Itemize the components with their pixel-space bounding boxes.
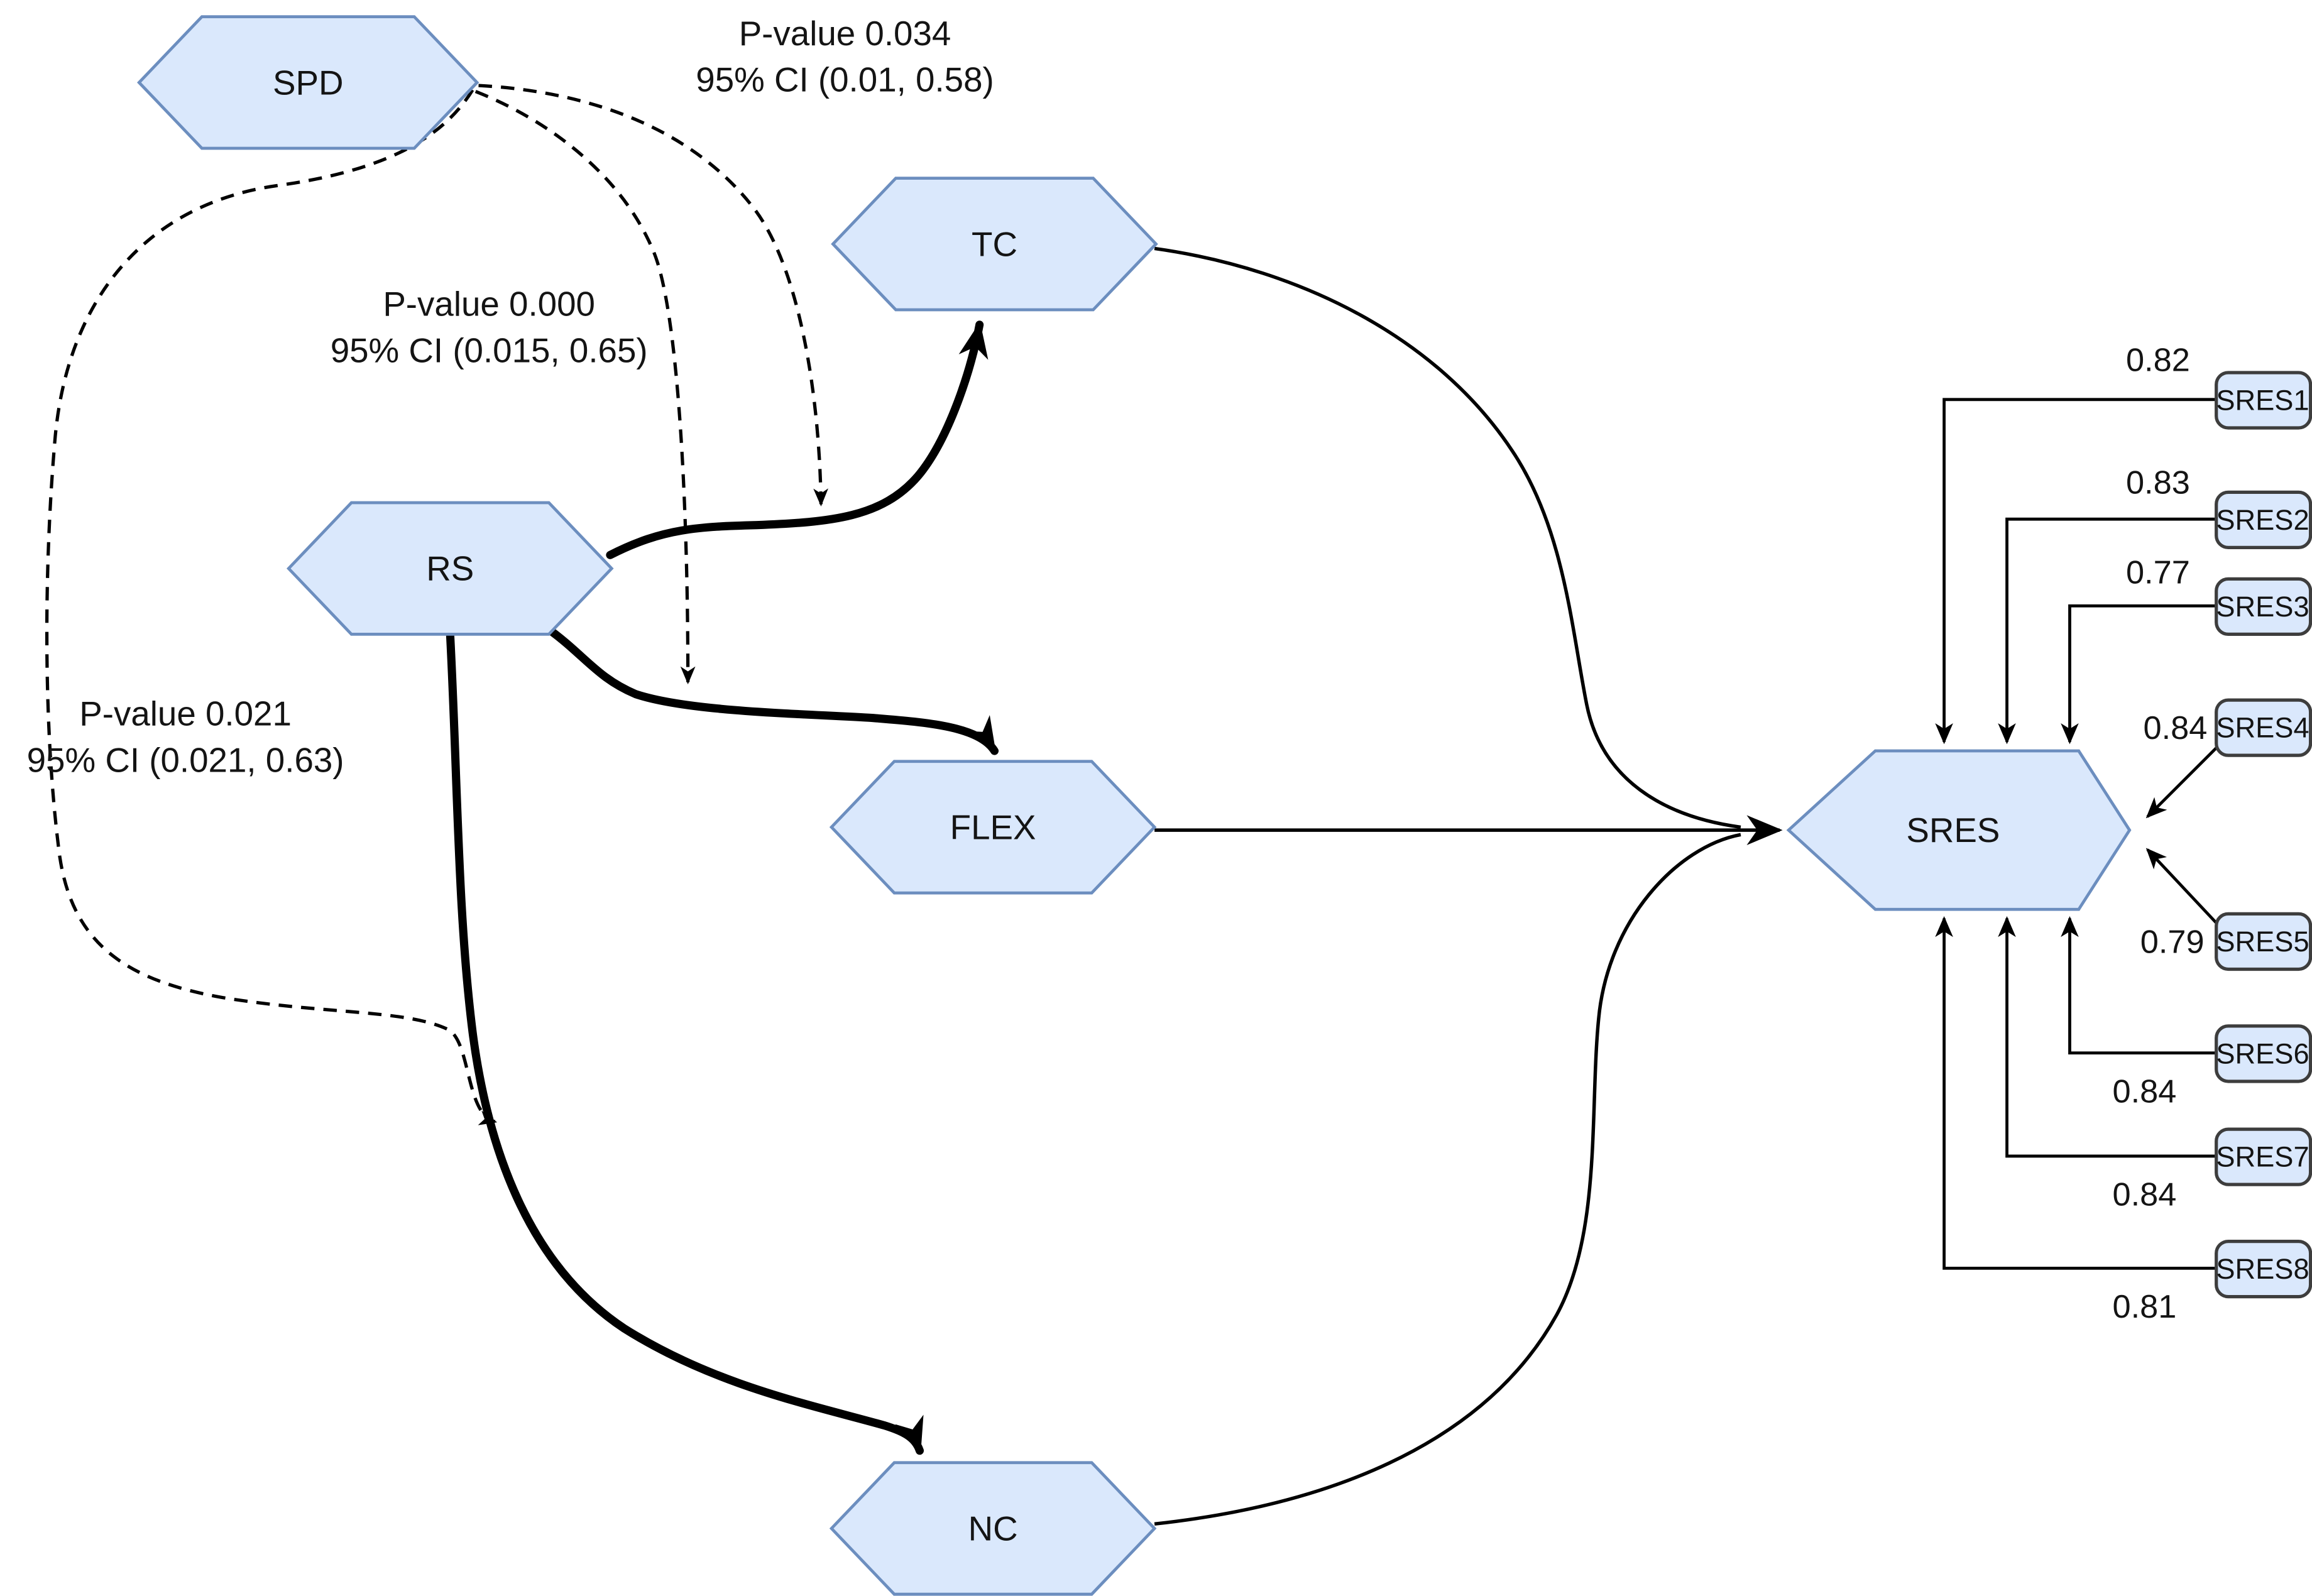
node-nc-shape — [829, 1461, 1157, 1596]
node-sres-shape — [1786, 749, 2132, 911]
annotation-rs-tc-pvalue: P-value 0.034 — [739, 14, 951, 53]
loading-path-sres1 — [1935, 398, 2216, 745]
node-rs-shape — [286, 501, 614, 636]
indicator-sres1: SRES1 0.82 — [2126, 342, 2312, 430]
annotation-rs-nc-pvalue: P-value 0.021 — [79, 694, 292, 733]
loading-value-sres6: 0.84 — [2113, 1073, 2177, 1110]
node-rs-label: RS — [426, 549, 474, 588]
node-tc: TC — [831, 177, 1158, 312]
indicator-sres8: SRES8 0.81 — [2113, 1239, 2312, 1325]
loading-value-sres5: 0.79 — [2140, 924, 2205, 960]
node-nc-label: NC — [968, 1509, 1018, 1548]
indicator-sres2-box — [2215, 490, 2312, 550]
node-flex-shape — [829, 760, 1157, 895]
loading-path-sres6 — [2061, 916, 2216, 1055]
indicator-sres3-label: SRES3 — [2216, 591, 2309, 623]
loading-path-sres7 — [1998, 916, 2216, 1158]
indicator-sres7-label: SRES7 — [2216, 1141, 2309, 1173]
indicator-sres1-label: SRES1 — [2216, 384, 2309, 416]
indicator-sres3: SRES3 0.77 — [2126, 555, 2312, 637]
loading-value-sres1: 0.82 — [2126, 342, 2190, 379]
indicator-sres5-label: SRES5 — [2216, 926, 2309, 958]
loading-value-sres3: 0.77 — [2126, 555, 2190, 591]
indicator-sres5-box — [2215, 912, 2312, 971]
path-rs-to-flex — [543, 624, 999, 755]
annotation-rs-tc-ci: 95% CI (0.01, 0.58) — [696, 60, 994, 99]
loading-path-sres3 — [2061, 604, 2216, 745]
node-sres: SRES — [1786, 749, 2132, 911]
loading-path-sres4 — [2145, 746, 2218, 819]
annotation-rs-nc-ci: 95% CI (0.021, 0.63) — [27, 740, 344, 779]
annotation-spd-on-rs-tc: P-value 0.034 95% CI (0.01, 0.58) — [696, 14, 994, 99]
loading-value-sres8: 0.81 — [2113, 1289, 2177, 1325]
indicator-sres6-box — [2215, 1024, 2312, 1083]
indicator-sres3-box — [2215, 577, 2312, 637]
loading-path-sres5 — [2145, 848, 2218, 924]
path-rs-to-tc — [606, 320, 989, 559]
annotation-spd-on-rs-flex: P-value 0.000 95% CI (0.015, 0.65) — [331, 285, 648, 370]
node-flex: FLEX — [829, 760, 1157, 895]
node-sres-label: SRES — [1906, 811, 2000, 850]
annotation-spd-on-rs-nc: P-value 0.021 95% CI (0.021, 0.63) — [27, 694, 344, 780]
loading-path-sres8 — [1935, 916, 2216, 1270]
loading-value-sres7: 0.84 — [2113, 1176, 2177, 1213]
node-rs: RS — [286, 501, 614, 636]
path-tc-to-sres — [1154, 246, 1741, 829]
path-nc-to-sres — [1154, 833, 1741, 1526]
loading-value-sres2: 0.83 — [2126, 465, 2190, 501]
node-spd-label: SPD — [273, 63, 344, 102]
moderation-arrow-spd-on-rs-nc — [45, 89, 498, 1125]
loading-value-sres4: 0.84 — [2144, 710, 2208, 746]
path-rs-to-nc — [446, 630, 924, 1455]
indicator-sres8-label: SRES8 — [2216, 1253, 2309, 1285]
indicator-sres4: SRES4 0.84 — [2144, 698, 2312, 757]
indicator-sres5: SRES5 0.79 — [2140, 912, 2312, 971]
indicator-sres1-box — [2215, 371, 2312, 430]
indicator-sres6: SRES6 0.84 — [2113, 1024, 2312, 1110]
indicator-sres2-label: SRES2 — [2216, 504, 2309, 536]
node-flex-label: FLEX — [950, 807, 1036, 846]
indicator-sres4-box — [2215, 698, 2312, 757]
annotation-rs-flex-ci: 95% CI (0.015, 0.65) — [331, 331, 648, 369]
moderation-arrow-spd-on-rs-flex — [474, 90, 696, 685]
node-spd-shape — [137, 15, 479, 150]
indicator-sres4-label: SRES4 — [2216, 712, 2309, 744]
indicator-sres2: SRES2 0.83 — [2126, 465, 2312, 550]
node-spd: SPD — [137, 15, 479, 150]
annotation-rs-flex-pvalue: P-value 0.000 — [383, 285, 595, 324]
loading-path-sres2 — [1998, 517, 2216, 745]
indicator-sres6-label: SRES6 — [2216, 1037, 2309, 1069]
indicator-sres8-box — [2215, 1239, 2312, 1299]
indicator-sres7-box — [2215, 1127, 2312, 1186]
node-tc-shape — [831, 177, 1158, 312]
node-tc-label: TC — [972, 224, 1017, 263]
node-nc: NC — [829, 1461, 1157, 1596]
indicator-sres7: SRES7 0.84 — [2113, 1127, 2312, 1213]
